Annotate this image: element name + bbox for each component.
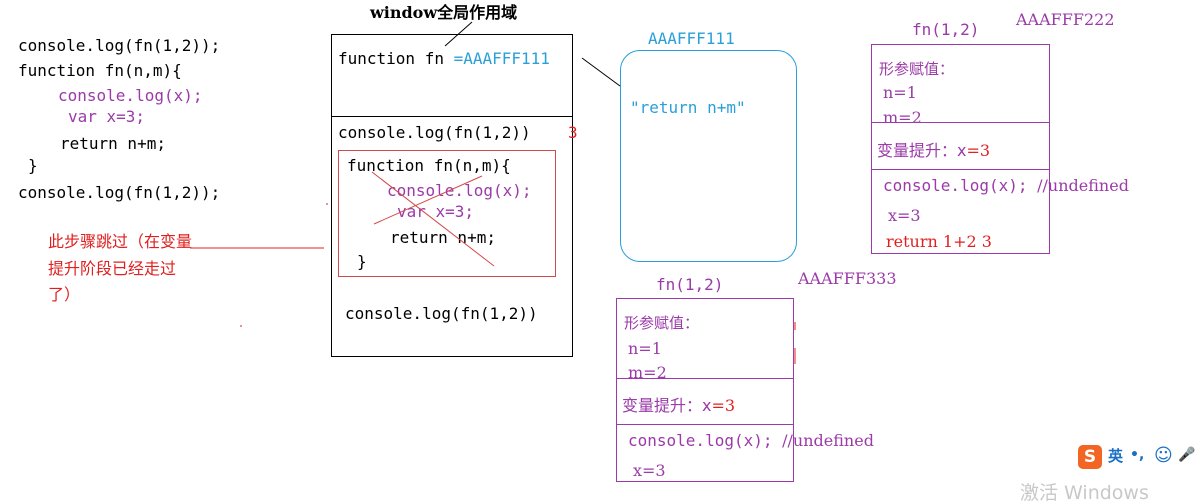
exec-333-assign: x=3 <box>633 461 666 480</box>
exec-333-hoist: 变量提升：x=3 <box>622 398 735 414</box>
heap-111-address: AAAFFF111 <box>648 29 735 48</box>
global-fn-decl-name: function fn <box>338 49 454 68</box>
skip-note-line-3: 了） <box>48 285 81 304</box>
exec-333-address: AAAFFF333 <box>798 269 897 288</box>
exec-222-hoist: 变量提升：x=3 <box>877 143 990 159</box>
exec-333-divider-1 <box>616 378 794 379</box>
skip-note-line-2: 提升阶段已经走过 <box>48 259 177 278</box>
heap-111-content: "return n+m" <box>630 98 746 117</box>
windows-watermark: 激活 Windows <box>1020 482 1149 504</box>
exec-333-log-comment: //undefined <box>782 431 874 450</box>
skipped-line-1: function fn(n,m){ <box>347 156 511 175</box>
exec-222-divider-1 <box>871 122 1050 123</box>
ime-punct-toggle[interactable]: •, <box>1130 447 1145 463</box>
code-line-call-2: console.log(fn(1,2)); <box>18 183 221 202</box>
exec-333-params-label: 形参赋值： <box>624 314 700 332</box>
skipped-line-4: return n+m; <box>390 228 496 247</box>
exec-222-divider-2 <box>871 169 1050 170</box>
exec-333-param-m: m=2 <box>628 363 667 382</box>
exec-333-title: fn(1,2) <box>656 275 724 294</box>
exec-333-box <box>616 298 794 482</box>
exec-222-address: AAAFFF222 <box>1016 10 1115 29</box>
global-fn-decl-address: =AAAFFF111 <box>453 49 550 68</box>
global-fn-decl: function fn =AAAFFF111 <box>338 51 550 67</box>
exec-222-param-n: n=1 <box>883 83 917 102</box>
global-call-1-result: 3 <box>568 123 578 142</box>
skipped-function-box <box>338 150 556 277</box>
exec-222-params-label: 形参赋值： <box>879 60 955 78</box>
code-line-return: return n+m; <box>60 134 166 153</box>
ime-mic-icon[interactable]: 🎤 <box>1178 447 1196 463</box>
ime-toolbar[interactable]: S 英 •, ☺ 🎤 <box>1078 442 1196 472</box>
global-scope-divider <box>331 116 573 117</box>
code-line-function-decl: function fn(n,m){ <box>18 61 182 80</box>
exec-333-log: console.log(x); //undefined <box>628 433 874 449</box>
exec-222-log-line: console.log(x); <box>883 176 1028 195</box>
exec-222-return: return 1+2 3 <box>886 232 992 251</box>
exec-222-assign: x=3 <box>888 206 921 225</box>
ime-logo-icon[interactable]: S <box>1078 445 1102 469</box>
exec-222-log-comment: //undefined <box>1037 176 1129 195</box>
exec-222-param-m: m=2 <box>883 108 922 127</box>
code-line-var: var x=3; <box>68 107 146 126</box>
skipped-line-2: console.log(x); <box>387 181 532 200</box>
skipped-line-3: var x=3; <box>397 202 475 221</box>
skipped-line-5: } <box>357 252 367 271</box>
skip-note-line-1: 此步骤跳过（在变量 <box>48 232 193 251</box>
exec-222-title: fn(1,2) <box>912 20 980 39</box>
exec-333-divider-2 <box>616 424 794 425</box>
heap-111-box <box>620 50 797 262</box>
code-line-call: console.log(fn(1,2)); <box>18 36 221 55</box>
exec-222-box <box>871 44 1050 254</box>
fn-to-heap-line <box>581 57 621 87</box>
exec-222-hoist-value: =3 <box>966 141 991 160</box>
exec-333-log-line: console.log(x); <box>628 431 773 450</box>
code-line-close-brace: } <box>28 156 38 175</box>
exec-333-param-n: n=1 <box>628 339 662 358</box>
global-call-1: console.log(fn(1,2)) <box>338 123 531 142</box>
global-scope-title: window全局作用域 <box>370 3 518 22</box>
exec-333-hoist-value: =3 <box>711 396 736 415</box>
ime-emoji-icon[interactable]: ☺ <box>1154 445 1173 466</box>
code-line-console-log: console.log(x); <box>58 86 203 105</box>
global-call-2: console.log(fn(1,2)) <box>345 304 538 323</box>
ime-lang-toggle[interactable]: 英 <box>1108 447 1124 465</box>
exec-333-hoist-label: 变量提升：x <box>622 396 712 415</box>
exec-222-log: console.log(x); //undefined <box>883 178 1129 194</box>
exec-222-hoist-label: 变量提升：x <box>877 141 967 160</box>
